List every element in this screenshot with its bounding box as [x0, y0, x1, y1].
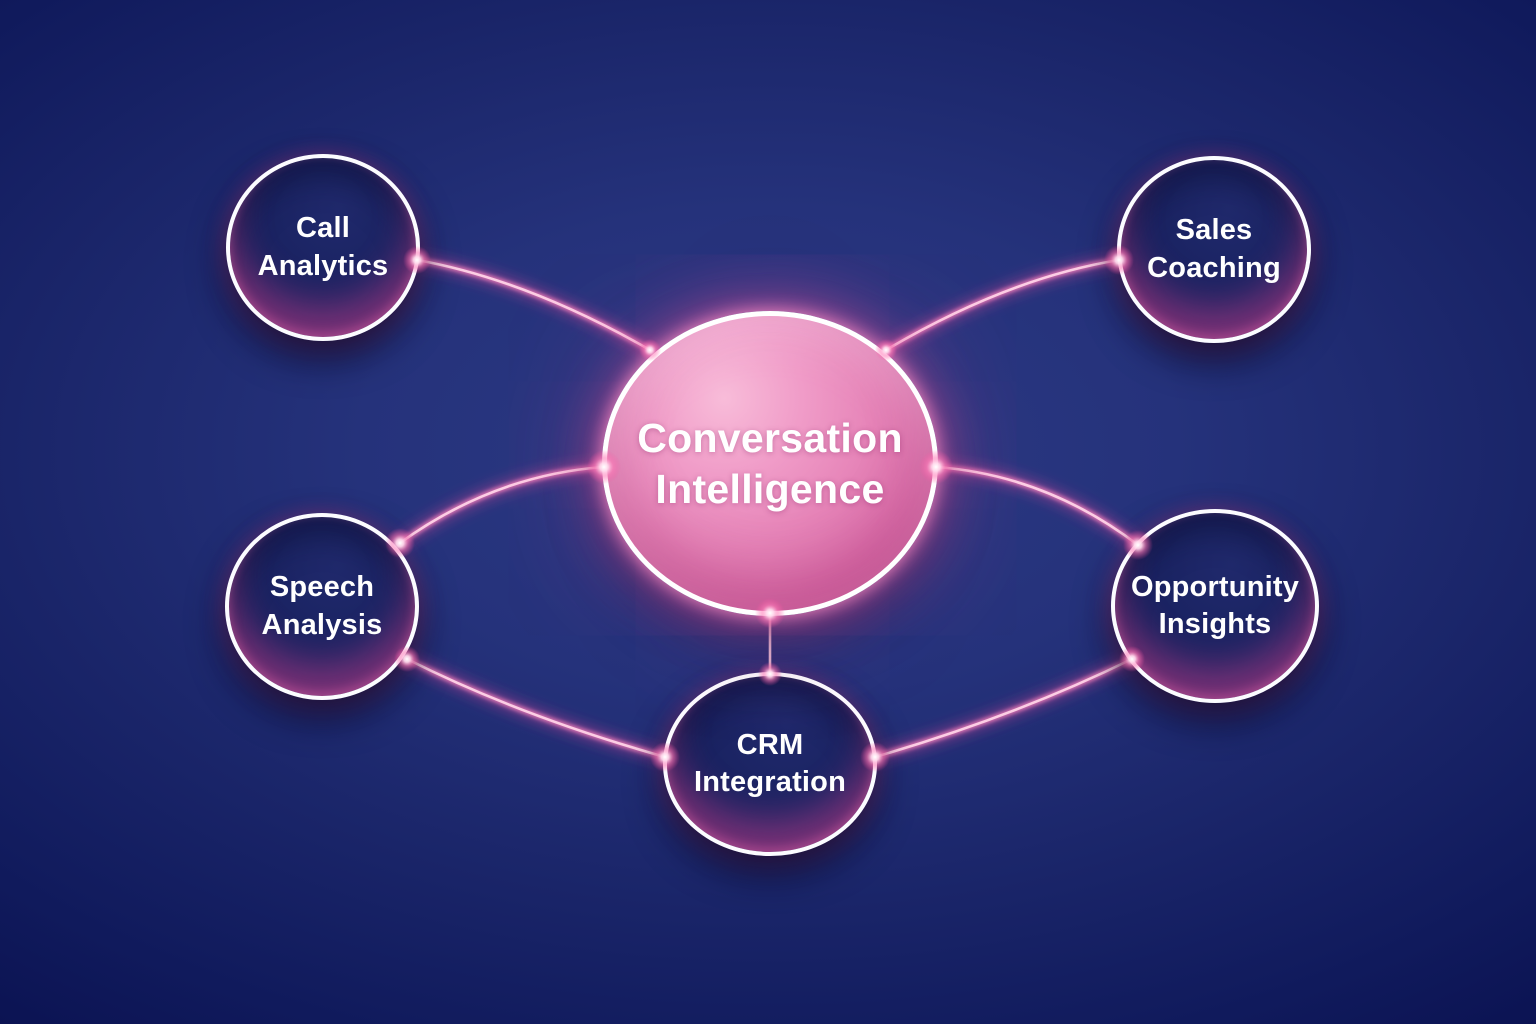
edge-center-sales-coaching: [878, 252, 1127, 358]
edge-center-sales-coaching-mid: [883, 257, 1122, 353]
edge-opportunity-crm-core: [873, 657, 1134, 759]
edge-center-speech-analysis-core: [398, 465, 606, 545]
node-conversation-intelligence: Conversation Intelligence: [602, 311, 938, 616]
edge-speech-analysis-crm-integration: [399, 651, 673, 765]
edge-center-opportunity-insights-halo: [928, 459, 1146, 553]
edge-center-sales-coaching-halo: [878, 252, 1127, 358]
node-opportunity-insights: Opportunity Insights: [1111, 509, 1319, 703]
edge-opportunity-crm-mid: [872, 656, 1135, 760]
node-sales-coaching-label: Sales Coaching: [1147, 214, 1281, 284]
node-crm-integration: CRM Integration: [663, 672, 877, 856]
node-crm-integration-label: CRM Integration: [693, 728, 847, 798]
edge-center-call-analytics-halo: [409, 252, 658, 358]
edge-speech-crm-halo: [399, 651, 673, 765]
edge-center-call-analytics-mid: [414, 257, 653, 353]
edge-center-opportunity-insights: [928, 459, 1146, 553]
edge-center-opportunity-insights-mid: [933, 464, 1141, 548]
node-speech-analysis: Speech Analysis: [225, 513, 419, 700]
node-sales-coaching: Sales Coaching: [1117, 156, 1311, 343]
edge-center-call-analytics: [409, 252, 658, 358]
edge-center-speech-analysis-mid: [397, 464, 607, 546]
node-speech-analysis-label: Speech Analysis: [261, 571, 383, 641]
edge-center-speech-analysis-halo: [392, 459, 612, 551]
node-conversation-intelligence-label: Conversation Intelligence: [637, 414, 903, 512]
edge-center-opportunity-insights-core: [934, 465, 1140, 547]
edge-center-speech-analysis: [392, 459, 612, 551]
edge-opportunity-insights-crm-integration: [867, 651, 1140, 765]
node-call-analytics: Call Analytics: [226, 154, 420, 341]
edge-center-sales-coaching-core: [884, 258, 1121, 352]
node-call-analytics-label: Call Analytics: [257, 212, 389, 282]
edge-center-call-analytics-core: [415, 258, 652, 352]
edge-speech-crm-core: [405, 657, 667, 759]
edge-speech-crm-mid: [404, 656, 668, 760]
node-opportunity-insights-label: Opportunity Insights: [1130, 570, 1300, 640]
edge-opportunity-crm-halo: [867, 651, 1140, 765]
